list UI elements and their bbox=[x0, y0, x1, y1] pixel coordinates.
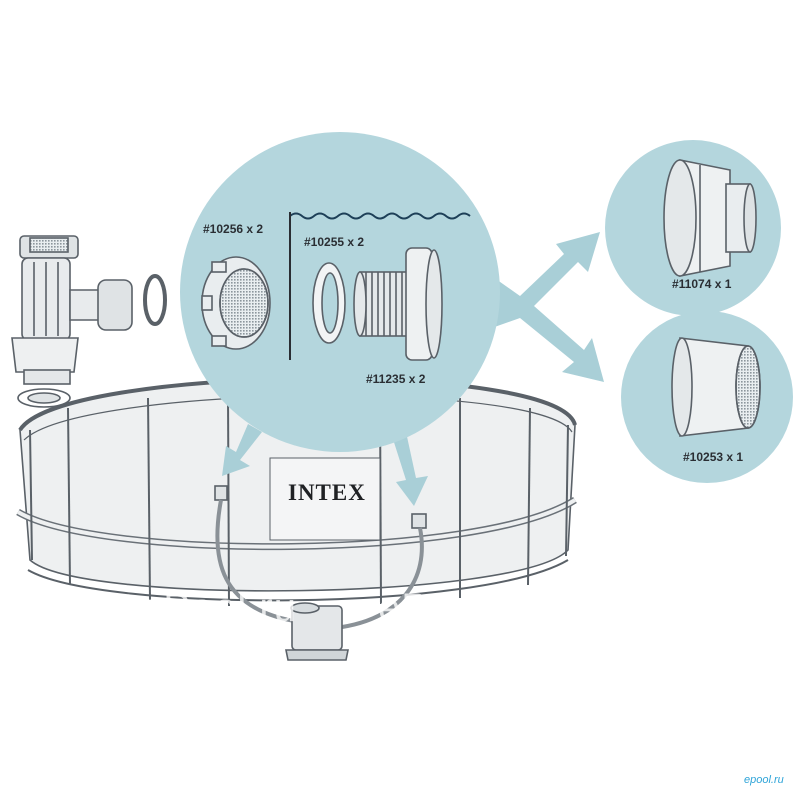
arrow-down-left bbox=[222, 424, 262, 476]
arrows bbox=[222, 232, 604, 506]
water-wave bbox=[289, 212, 471, 220]
inlet-fitting bbox=[214, 485, 228, 501]
watermark-text: ePool.ru bbox=[620, 586, 777, 630]
part-label-10253: #10253 x 1 bbox=[683, 450, 744, 464]
watermark-text: l.ru bbox=[0, 586, 56, 630]
arrow-down-right bbox=[392, 432, 428, 506]
hose-left bbox=[215, 499, 301, 624]
part-label-10255: #10255 x 2 bbox=[304, 235, 365, 249]
part-11074-strainer bbox=[663, 159, 757, 277]
skimmer-gasket bbox=[143, 274, 167, 326]
part-label-10256: #10256 x 2 bbox=[203, 222, 264, 236]
strainer-bubble bbox=[605, 140, 781, 316]
brand-logo: INTEX bbox=[288, 480, 366, 505]
pool-panel bbox=[269, 457, 381, 541]
part-10256-nut bbox=[201, 256, 271, 350]
pool-legs bbox=[29, 393, 569, 607]
hose-right bbox=[334, 527, 424, 630]
part-label-11074: #11074 x 1 bbox=[672, 277, 732, 291]
site-tag: epool.ru bbox=[744, 774, 784, 786]
part-label-11235: #11235 x 2 bbox=[366, 372, 426, 386]
watermark-text: ePool.ru bbox=[378, 586, 535, 630]
skimmer-illustration bbox=[11, 235, 167, 408]
parts-bubble bbox=[180, 132, 500, 452]
jet-bubble bbox=[621, 311, 793, 483]
part-10253-strainer bbox=[671, 337, 761, 437]
part-10255-gasket bbox=[312, 262, 346, 344]
outlet-fitting bbox=[411, 513, 427, 529]
part-11235-fitting bbox=[353, 247, 443, 361]
watermark-text: ePool.ru bbox=[140, 586, 297, 630]
pool-illustration bbox=[16, 376, 577, 661]
arrow-branch bbox=[486, 232, 604, 382]
